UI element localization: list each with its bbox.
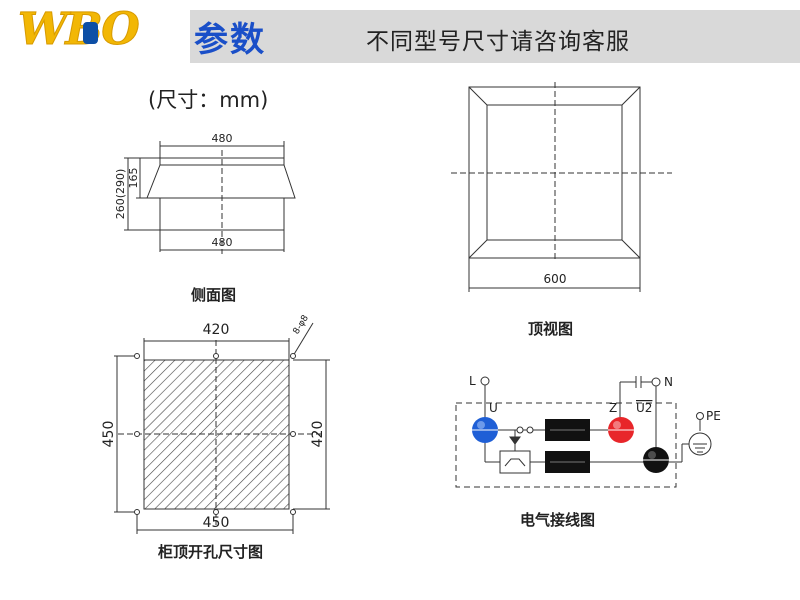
top-view xyxy=(451,82,672,292)
wiring-diagram xyxy=(455,376,712,488)
label-Z: Z xyxy=(609,401,617,415)
hole-note: 8-φ8 xyxy=(292,313,312,336)
label-U2: U2 xyxy=(636,401,652,415)
side-hood-height: 165 xyxy=(127,168,140,189)
side-total-height: 260(290) xyxy=(114,169,127,220)
units-label: (尺寸：mm) xyxy=(148,88,269,112)
cut-bottom-width: 450 xyxy=(203,515,230,531)
size-note: 不同型号尺寸请咨询客服 xyxy=(366,29,630,55)
brand-logo: WBO xyxy=(0,0,190,66)
wiring-caption: 电气接线图 xyxy=(520,511,596,529)
side-bottom-width: 480 xyxy=(212,236,233,249)
cutout-caption: 柜顶开孔尺寸图 xyxy=(158,543,264,561)
hood-body xyxy=(146,164,296,199)
side-view-caption: 侧面图 xyxy=(191,286,237,304)
logo-text: WBO xyxy=(18,4,141,56)
label-PE: PE xyxy=(706,409,721,423)
cut-right-height: 420 xyxy=(310,421,326,448)
label-N: N xyxy=(664,375,673,389)
side-top-width: 480 xyxy=(212,132,233,145)
title-bar: 参数 不同型号尺寸请咨询客服 xyxy=(190,10,800,63)
cutout-view xyxy=(114,322,330,534)
label-L: L xyxy=(469,374,476,388)
page-title: 参数 xyxy=(194,20,266,60)
wiring-enclosure xyxy=(455,402,677,488)
logo-mark xyxy=(83,22,98,44)
cut-left-height: 450 xyxy=(101,421,117,448)
top-view-caption: 顶视图 xyxy=(528,320,574,338)
label-U: U xyxy=(489,401,498,415)
top-view-width: 600 xyxy=(544,272,567,286)
side-view xyxy=(124,141,296,254)
cut-top-width: 420 xyxy=(203,322,230,338)
